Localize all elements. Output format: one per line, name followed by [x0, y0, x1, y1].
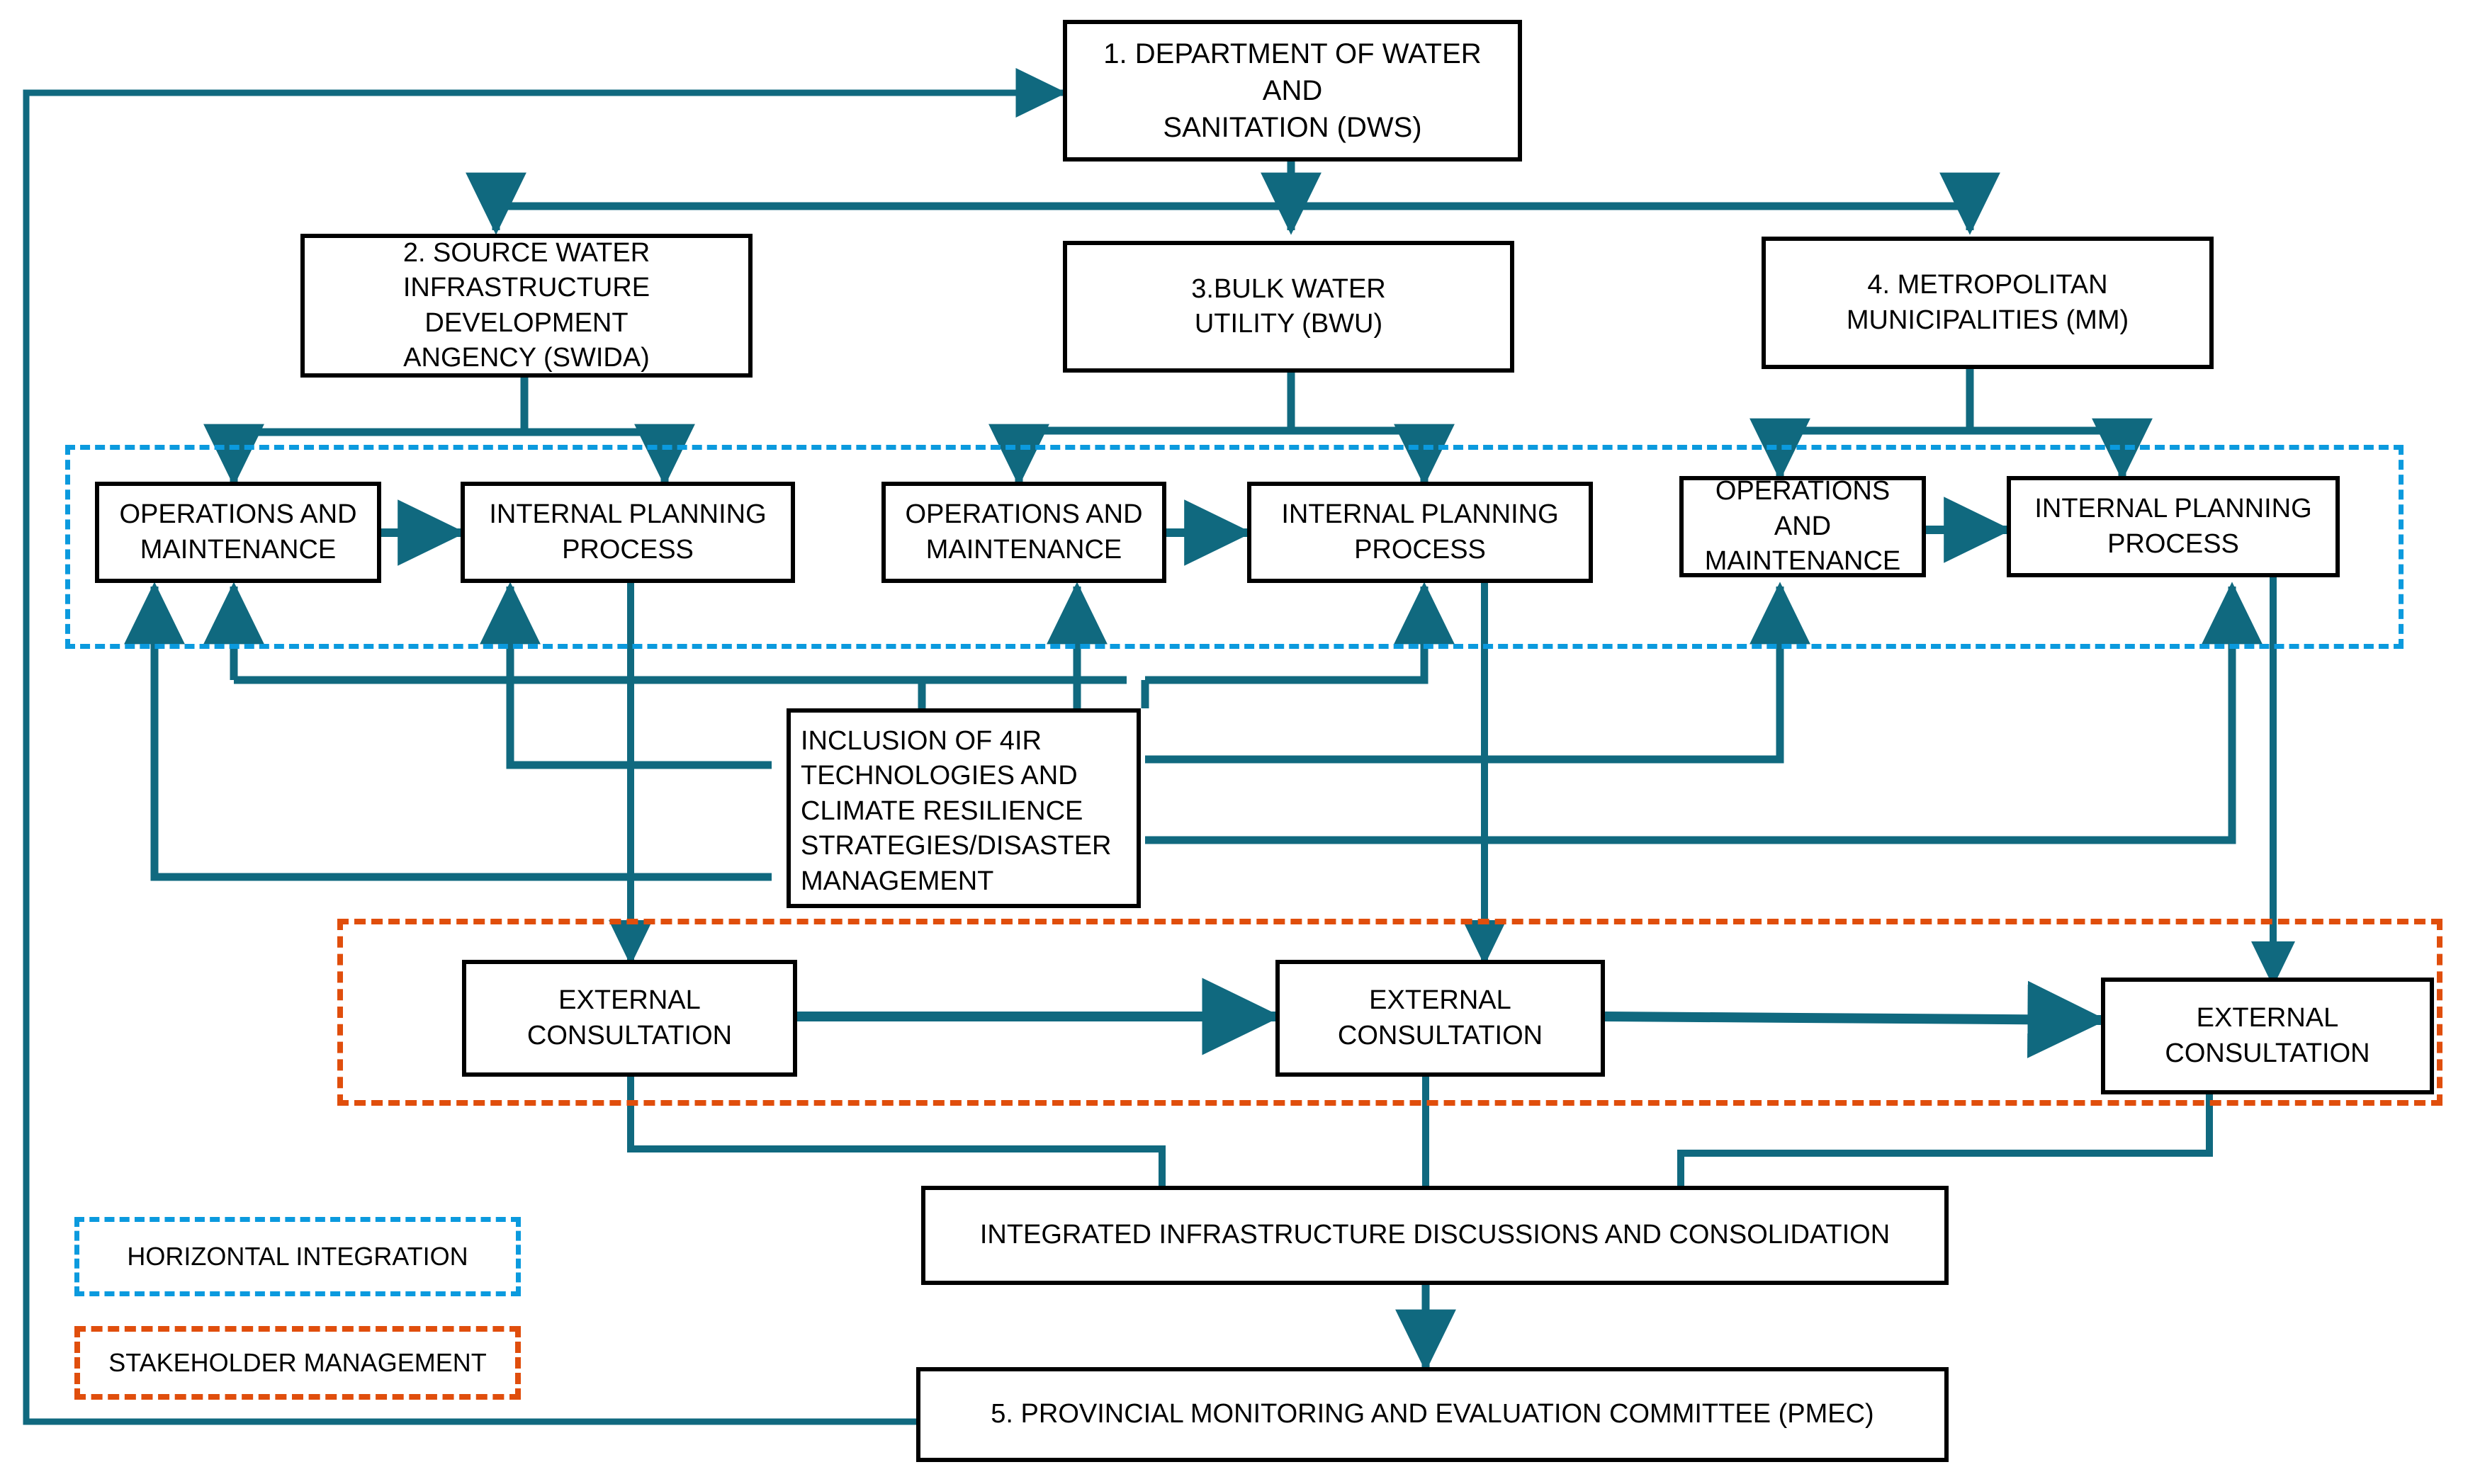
- node-pmec[interactable]: 5. PROVINCIAL MONITORING AND EVALUATION …: [916, 1367, 1949, 1462]
- node-swida-line1: 2. SOURCE WATER: [402, 237, 650, 268]
- node-4ir-line5: MANAGEMENT: [801, 866, 994, 896]
- node-ops2-label: OPERATIONS AND MAINTENANCE: [898, 497, 1149, 567]
- node-ext1-line1: EXTERNAL: [558, 985, 701, 1016]
- node-swida-line2: INFRASTRUCTURE DEVELOPMENT: [402, 273, 650, 338]
- node-swida[interactable]: 2. SOURCE WATER INFRASTRUCTURE DEVELOPME…: [300, 234, 753, 378]
- node-ops1-line2: MAINTENANCE: [140, 534, 337, 565]
- node-integrated-infrastructure[interactable]: INTEGRATED INFRASTRUCTURE DISCUSSIONS AN…: [921, 1186, 1949, 1285]
- node-internal-planning-process-2[interactable]: INTERNAL PLANNING PROCESS: [1247, 482, 1593, 583]
- node-operations-maintenance-3[interactable]: OPERATIONS AND MAINTENANCE: [1679, 476, 1926, 577]
- node-4ir-line3: CLIMATE RESILIENCE: [801, 795, 1083, 826]
- node-operations-maintenance-1[interactable]: OPERATIONS AND MAINTENANCE: [95, 482, 381, 583]
- node-ext2-line2: CONSULTATION: [1337, 1020, 1543, 1050]
- node-4ir-technologies[interactable]: INCLUSION OF 4IR TECHNOLOGIES AND CLIMAT…: [787, 708, 1141, 908]
- node-ops2-line1: OPERATIONS AND: [905, 499, 1143, 530]
- node-4ir-line2: TECHNOLOGIES AND: [801, 761, 1078, 791]
- node-ipp2-line1: INTERNAL PLANNING: [1281, 499, 1559, 530]
- wire-ext2-ext3: [1531, 977, 2107, 1058]
- node-dws[interactable]: 1. DEPARTMENT OF WATER AND SANITATION (D…: [1063, 20, 1522, 162]
- wire-mm-children: [1749, 368, 2153, 481]
- node-integrated-label: INTEGRATED INFRASTRUCTURE DISCUSSIONS AN…: [979, 1220, 1891, 1250]
- wire-4ir-top-left: [918, 676, 1127, 708]
- node-ipp2-line2: PROCESS: [1354, 534, 1486, 565]
- node-ops1-label: OPERATIONS AND MAINTENANCE: [112, 497, 364, 567]
- node-mm[interactable]: 4. METROPOLITAN MUNICIPALITIES (MM): [1762, 237, 2214, 369]
- wire-dws-bus: [466, 162, 2000, 235]
- node-bwu-line2: UTILITY (BWU): [1194, 309, 1383, 339]
- node-ops3-label: OPERATIONS AND MAINTENANCE: [1684, 474, 1922, 579]
- node-swida-label: 2. SOURCE WATER INFRASTRUCTURE DEVELOPME…: [305, 236, 748, 376]
- node-4ir-line1: INCLUSION OF 4IR: [801, 726, 1042, 756]
- wire-pmec-to-dws: [23, 67, 1067, 1425]
- node-external-consultation-3[interactable]: EXTERNAL CONSULTATION: [2101, 978, 2434, 1094]
- node-bwu-line1: 3.BULK WATER: [1191, 273, 1386, 304]
- node-ipp1-line1: INTERNAL PLANNING: [489, 499, 767, 530]
- node-dws-line2: SANITATION (DWS): [1163, 112, 1422, 143]
- node-external-consultation-1[interactable]: EXTERNAL CONSULTATION: [462, 960, 797, 1077]
- node-ops3-line2: MAINTENANCE: [1704, 546, 1901, 577]
- legend-horizontal-integration: HORIZONTAL INTEGRATION: [74, 1217, 521, 1296]
- node-ext3-line2: CONSULTATION: [2165, 1038, 2370, 1068]
- node-4ir-label: INCLUSION OF 4IR TECHNOLOGIES AND CLIMAT…: [791, 713, 1121, 910]
- legend-stakeholder-management-label: STAKEHOLDER MANAGEMENT: [108, 1348, 487, 1377]
- node-dws-line1: 1. DEPARTMENT OF WATER AND: [1103, 38, 1482, 106]
- node-mm-label: 4. METROPOLITAN MUNICIPALITIES (MM): [1839, 268, 2136, 338]
- wire-4ir-right-ipp2: [1141, 582, 1455, 708]
- wire-4ir-left-loop: [124, 582, 772, 881]
- legend-stakeholder-management: STAKEHOLDER MANAGEMENT: [74, 1326, 521, 1400]
- node-ext3-label: EXTERNAL CONSULTATION: [2158, 1001, 2377, 1071]
- wire-4ir-right-ipp3: [1145, 582, 2263, 844]
- wire-swida-children: [203, 378, 695, 487]
- wire-4ir-left-upper: [480, 582, 772, 769]
- node-bwu-label: 3.BULK WATER UTILITY (BWU): [1184, 272, 1393, 342]
- node-bwu[interactable]: 3.BULK WATER UTILITY (BWU): [1063, 241, 1514, 373]
- node-ipp3-label: INTERNAL PLANNING PROCESS: [2027, 492, 2318, 562]
- node-ipp3-line1: INTERNAL PLANNING: [2034, 494, 2312, 524]
- node-operations-maintenance-2[interactable]: OPERATIONS AND MAINTENANCE: [881, 482, 1166, 583]
- node-ext2-line1: EXTERNAL: [1369, 985, 1511, 1016]
- node-external-consultation-2[interactable]: EXTERNAL CONSULTATION: [1275, 960, 1605, 1077]
- node-ops1-line1: OPERATIONS AND: [119, 499, 357, 530]
- wire-4ir-right-ops3: [1145, 582, 1810, 764]
- node-ipp3-line2: PROCESS: [2107, 528, 2239, 559]
- node-ops3-line1: OPERATIONS AND: [1715, 476, 1891, 541]
- node-ipp2-label: INTERNAL PLANNING PROCESS: [1274, 497, 1565, 567]
- wire-4ir-bus-upper: [203, 582, 922, 684]
- legend-horizontal-integration-label: HORIZONTAL INTEGRATION: [127, 1242, 468, 1271]
- node-4ir-line4: STRATEGIES/DISASTER: [801, 831, 1112, 861]
- node-swida-line3: ANGENCY (SWIDA): [403, 342, 650, 373]
- node-mm-line1: 4. METROPOLITAN: [1867, 270, 2108, 300]
- node-internal-planning-process-1[interactable]: INTERNAL PLANNING PROCESS: [461, 482, 795, 583]
- node-ipp1-line2: PROCESS: [562, 534, 694, 565]
- node-ext1-label: EXTERNAL CONSULTATION: [520, 983, 739, 1053]
- node-dws-label: 1. DEPARTMENT OF WATER AND SANITATION (D…: [1067, 35, 1518, 146]
- node-mm-line2: MUNICIPALITIES (MM): [1846, 305, 2129, 335]
- node-ipp1-label: INTERNAL PLANNING PROCESS: [482, 497, 773, 567]
- node-ops2-line2: MAINTENANCE: [925, 534, 1122, 565]
- node-ext3-line1: EXTERNAL: [2196, 1003, 2339, 1033]
- node-ext2-label: EXTERNAL CONSULTATION: [1331, 983, 1550, 1053]
- wire-bwu-children: [988, 372, 1455, 487]
- node-internal-planning-process-3[interactable]: INTERNAL PLANNING PROCESS: [2007, 476, 2340, 577]
- node-ext1-line2: CONSULTATION: [526, 1020, 733, 1050]
- node-pmec-label: 5. PROVINCIAL MONITORING AND EVALUATION …: [991, 1399, 1874, 1429]
